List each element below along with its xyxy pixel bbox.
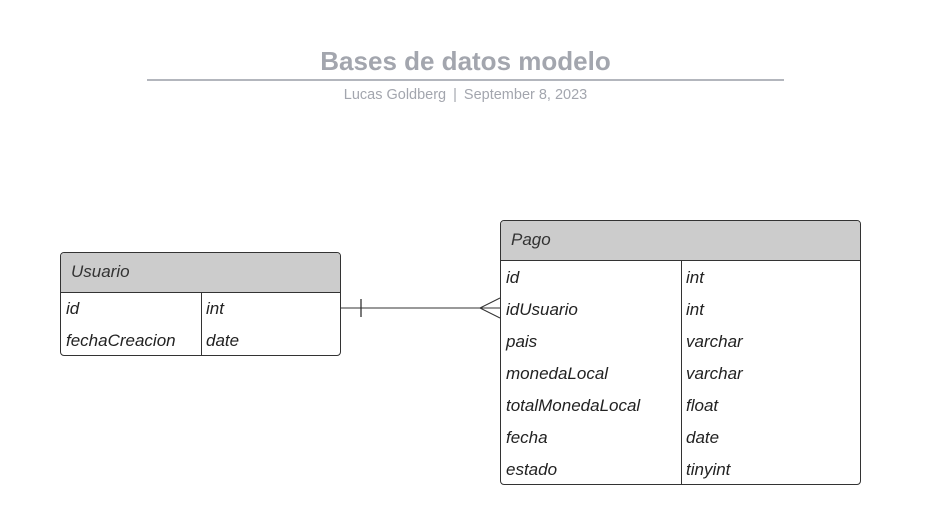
entity-pago[interactable]: Pago id int idUsuario int pais varchar m… [500, 220, 861, 485]
field-type: float [686, 396, 719, 415]
diagram-date: September 8, 2023 [463, 87, 588, 103]
entity-pago-fields: id int idUsuario int pais varchar moneda… [501, 261, 860, 484]
crowfoot-lower-prong [479, 307, 501, 319]
field-type: int [206, 299, 224, 318]
entity-usuario-header: Usuario [61, 253, 340, 293]
field-row: idUsuario int [501, 294, 860, 326]
field-row: totalMonedaLocal float [501, 390, 860, 422]
field-name: id [66, 299, 80, 318]
column-divider [681, 261, 682, 484]
field-name: idUsuario [506, 300, 578, 319]
field-type: tinyint [686, 460, 731, 479]
crowfoot-upper-prong [479, 297, 501, 309]
field-type: date [686, 428, 720, 447]
field-row: id int [501, 262, 860, 294]
field-row: id int [61, 293, 340, 325]
diagram-title: Bases de datos modelo [320, 46, 611, 76]
field-type: date [206, 331, 240, 350]
author-name: Lucas Goldberg [343, 87, 447, 103]
field-name: estado [506, 460, 558, 479]
field-row: fecha date [501, 422, 860, 454]
entity-usuario-fields: id int fechaCreacion date [61, 293, 340, 355]
field-name: fecha [506, 428, 548, 447]
entity-pago-header: Pago [501, 221, 860, 261]
subtitle-separator: | [453, 87, 457, 103]
field-name: pais [506, 332, 538, 351]
field-name: totalMonedaLocal [506, 396, 641, 415]
field-name: id [506, 268, 520, 287]
field-name: monedaLocal [506, 364, 609, 383]
field-type: int [686, 268, 704, 287]
title-underline [147, 79, 784, 81]
entity-usuario[interactable]: Usuario id int fechaCreacion date [60, 252, 341, 356]
field-row: estado tinyint [501, 454, 860, 484]
column-divider [201, 293, 202, 355]
field-name: fechaCreacion [66, 331, 176, 350]
field-row: fechaCreacion date [61, 325, 340, 355]
field-row: pais varchar [501, 326, 860, 358]
field-row: monedaLocal varchar [501, 358, 860, 390]
field-type: varchar [686, 332, 743, 351]
field-type: int [686, 300, 704, 319]
field-type: varchar [686, 364, 743, 383]
diagram-subtitle: Lucas Goldberg | September 8, 2023 [147, 86, 784, 104]
